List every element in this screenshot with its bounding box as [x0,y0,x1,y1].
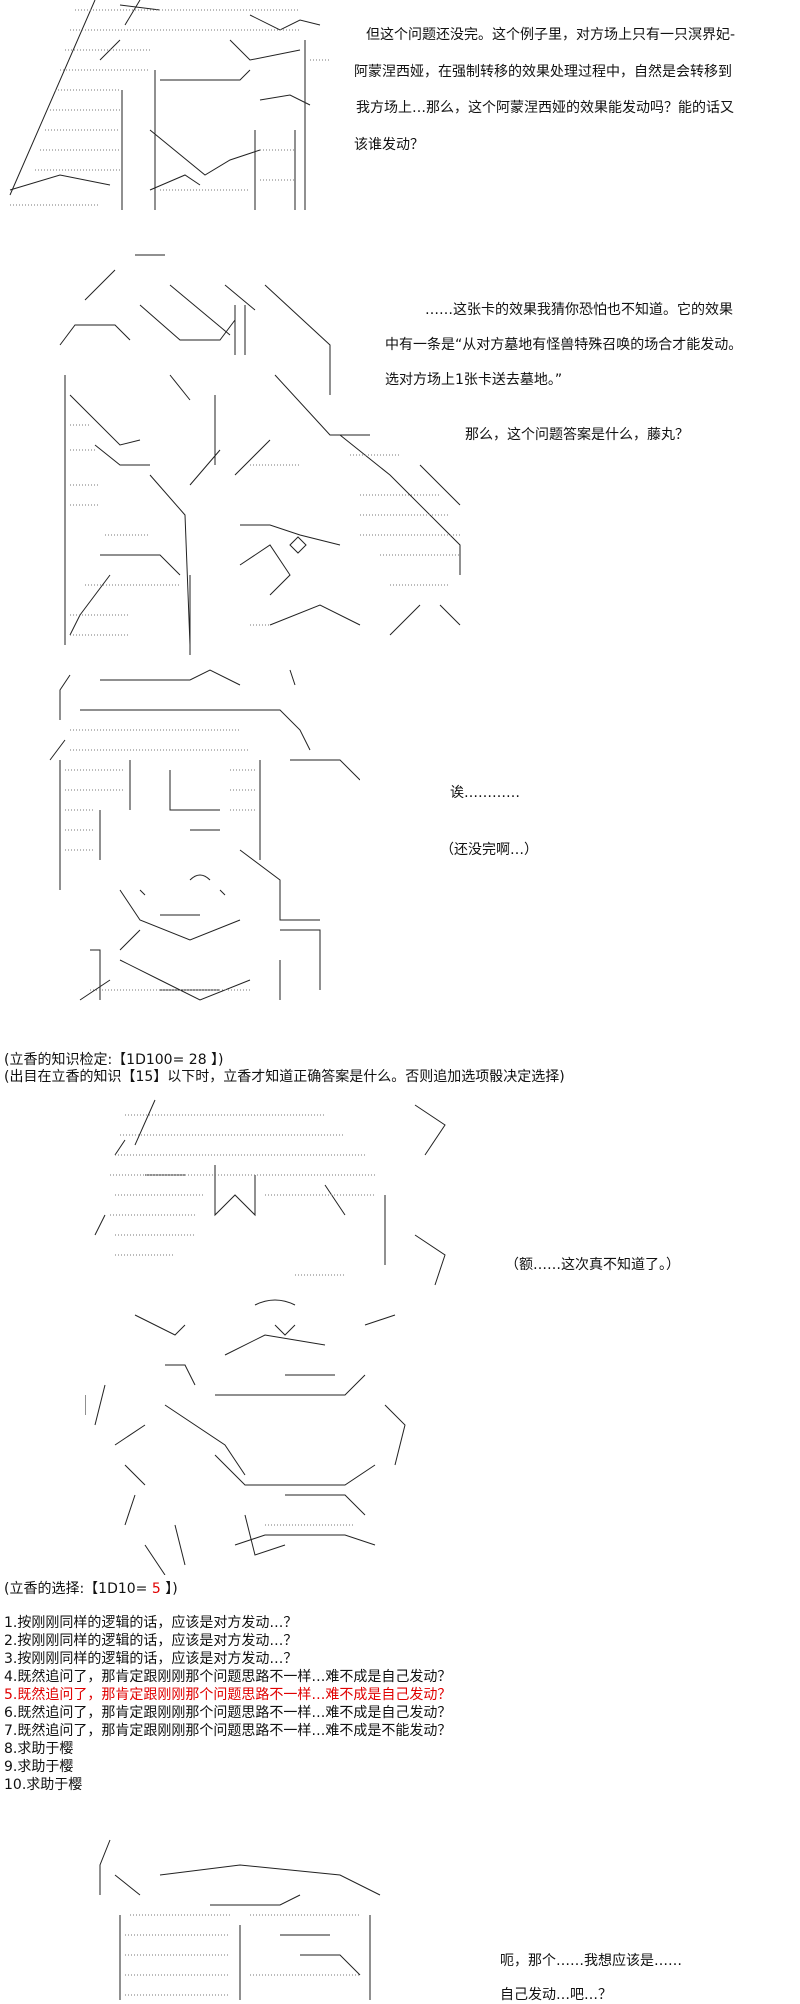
choice-option: 9.求助于樱 [4,1759,74,1775]
dialogue-line: 中有一条是“从对方墓地有怪兽特殊召唤的场合才能发动。 [385,337,743,353]
choice-option: 10.求助于樱 [4,1777,83,1793]
dialogue-line: 自己发动…吧…？ [500,1987,612,2003]
knowledge-check: (立香的知识检定:【1D100= 28 】) [4,1051,224,1069]
check-label: (立香的知识检定:【1D100= [4,1052,189,1068]
dialogue-line: 但这个问题还没完。这个例子里，对方场上只有一只溟界妃- [366,27,736,43]
check-rule: (出目在立香的知识【15】以下时，立香才知道正确答案是什么。否则追加选项骰决定选… [4,1069,565,1085]
choice-suffix: 】) [160,1581,178,1597]
choice-roll: (立香的选择:【1D10= 5 】) [4,1580,178,1598]
choice-options-list: 1.按刚刚同样的逻辑的话，应该是对方发动…？ 2.按刚刚同样的逻辑的话，应该是对… [4,1614,451,1794]
thought-line: （额……这次真不知道了。） [505,1257,680,1273]
dialogue-line: ……这张卡的效果我猜你恐怕也不知道。它的效果 [425,302,733,318]
choice-option: 3.按刚刚同样的逻辑的话，应该是对方发动…？ [4,1651,298,1667]
dialogue-line: 阿蒙涅西娅，在强制转移的效果处理过程中，自然是会转移到 [354,64,732,80]
ascii-art-figure-3 [40,660,360,1020]
dialogue-line: 该谁发动？ [354,137,424,153]
choice-option: 2.按刚刚同样的逻辑的话，应该是对方发动…？ [4,1633,298,1649]
dialogue-question: 那么，这个问题答案是什么，藤丸？ [465,427,689,443]
choice-option: 8.求助于樱 [4,1741,74,1757]
choice-option: 1.按刚刚同样的逻辑的话，应该是对方发动…？ [4,1615,298,1631]
dialogue-line: 我方场上…那么，这个阿蒙涅西娅的效果能发动吗？能的话又 [356,100,734,116]
thought-line: （还没完啊…） [440,842,538,858]
dialogue-line: 呃，那个……我想应该是…… [500,1953,682,1969]
check-suffix: 】) [206,1052,224,1068]
choice-option: 4.既然追问了，那肯定跟刚刚那个问题思路不一样…难不成是自己发动？ [4,1669,452,1685]
dialogue-exclaim: 诶………… [450,785,520,801]
ascii-art-figure-4 [85,1095,465,1575]
ascii-art-figure-1 [0,0,330,215]
choice-label: (立香的选择:【1D10= [4,1581,152,1597]
ascii-art-figure-5 [80,1835,480,2000]
dialogue-line: 选对方场上1张卡送去墓地。” [385,372,563,388]
choice-value: 5 [151,1581,161,1597]
ascii-art-figure-2 [40,245,480,655]
choice-option: 6.既然追问了，那肯定跟刚刚那个问题思路不一样…难不成是自己发动？ [4,1705,452,1721]
choice-option-selected: 5.既然追问了，那肯定跟刚刚那个问题思路不一样…难不成是自己发动？ [4,1687,452,1703]
check-value: 28 [188,1052,207,1068]
choice-option: 7.既然追问了，那肯定跟刚刚那个问题思路不一样…难不成是不能发动？ [4,1723,452,1739]
